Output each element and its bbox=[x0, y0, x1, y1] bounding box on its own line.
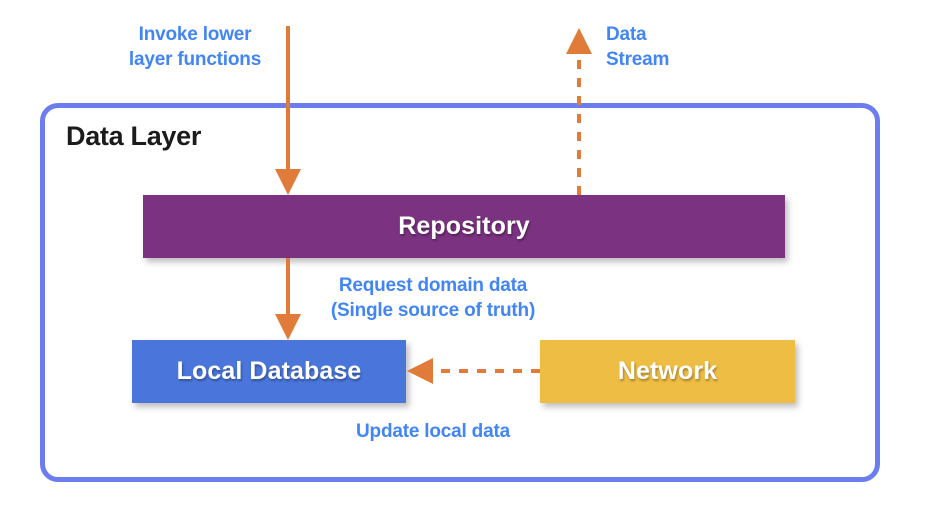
annotation-request-domain-data: Request domain data (Single source of tr… bbox=[330, 275, 536, 322]
node-network[interactable]: Network bbox=[540, 340, 795, 403]
node-local-database[interactable]: Local Database bbox=[132, 340, 406, 403]
annotation-invoke-lower-layer-functions: Invoke lower layer functions bbox=[128, 24, 262, 71]
annotation-data-stream: Data Stream bbox=[606, 24, 670, 71]
data-layer-title: Data Layer bbox=[66, 121, 202, 151]
annotation-update-local-data: Update local data bbox=[356, 421, 510, 442]
data-layer-container bbox=[40, 103, 880, 482]
node-repository[interactable]: Repository bbox=[143, 195, 785, 258]
